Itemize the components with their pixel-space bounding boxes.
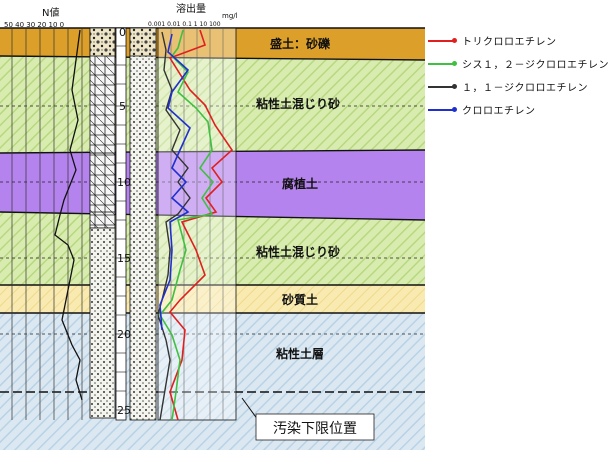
- layer-boundaries: [0, 27, 426, 314]
- sample-column-gravel: [129, 27, 157, 57]
- depth-label-20: 20: [117, 328, 131, 341]
- legend-line-dichloroethylene-11: [428, 86, 454, 88]
- legend-label-cis-dichloroethylene: シス１，２－ジクロロエチレン: [462, 60, 609, 71]
- legend-dot-chloroethylene: [452, 107, 457, 112]
- lower-limit-leader: [241, 397, 259, 421]
- legend-label-chloroethylene: クロロエチレン: [462, 106, 536, 117]
- curve-chloroethylene: [159, 33, 191, 331]
- elution-scale: 0.001 0.01 0.1 1 10 100: [148, 21, 221, 28]
- legend-item-dichloroethylene-11: １，１－ジクロロエチレン: [428, 79, 608, 102]
- elution-label: 溶出量: [176, 2, 206, 15]
- elution-unit: mg/l: [222, 12, 238, 20]
- n-value-label: N値: [42, 6, 59, 19]
- legend-label-trichloroethylene: トリクロロエチレン: [462, 37, 557, 48]
- curve-trichloroethylene: [168, 29, 234, 421]
- legend-dot-trichloroethylene: [452, 38, 457, 43]
- depth-label-25: 25: [117, 404, 131, 417]
- sample-column: [129, 27, 157, 421]
- legend-dot-dichloroethylene-11: [452, 84, 457, 89]
- legend-item-chloroethylene: クロロエチレン: [428, 102, 608, 125]
- legend-line-chloroethylene: [428, 109, 454, 111]
- n-value-grid: [11, 28, 83, 420]
- legend-line-cis-dichloroethylene: [428, 63, 454, 65]
- legend-line-trichloroethylene: [428, 40, 454, 42]
- soil-column-humus: [89, 152, 116, 213]
- legend-dot-cis-dichloroethylene: [452, 61, 457, 66]
- layer-label-clay: 粘性土層: [276, 346, 324, 361]
- depth-scale-ticks: [116, 45, 126, 411]
- elution-grid: [170, 28, 224, 420]
- depth-scale-bar: [115, 27, 127, 421]
- legend: トリクロロエチレン シス１，２－ジクロロエチレン １，１－ジクロロエチレン クロ…: [428, 33, 609, 125]
- soil-column-gravel: [89, 27, 116, 57]
- curve-cis-dichloroethylene: [159, 29, 215, 421]
- layer-label-humus: 腐植土: [282, 176, 318, 191]
- depth-label-5: 5: [119, 100, 126, 113]
- legend-label-dichloroethylene-11: １，１－ジクロロエチレン: [462, 83, 588, 94]
- lower-limit-label: 汚染下限位置: [273, 421, 357, 437]
- layer-label-sand-2: 粘性土混じり砂: [256, 244, 340, 259]
- layer-label-sand-1: 粘性土混じり砂: [256, 96, 340, 111]
- n-value-scale: 50 40 30 20 10 0: [4, 21, 64, 29]
- legend-item-cis-dichloroethylene: シス１，２－ジクロロエチレン: [428, 56, 609, 79]
- layer-label-sandy: 砂質土: [281, 292, 318, 307]
- lower-limit-box: [255, 413, 375, 441]
- layer-label-gravel: 盛土：砂礫: [270, 36, 331, 51]
- soil-column-lower: [89, 227, 116, 419]
- depth-label-15: 15: [117, 252, 131, 265]
- depth-label-10: 10: [117, 176, 131, 189]
- legend-item-trichloroethylene: トリクロロエチレン: [428, 33, 608, 56]
- depth-label-0: 0: [119, 26, 126, 39]
- n-value-curve: [54, 29, 83, 401]
